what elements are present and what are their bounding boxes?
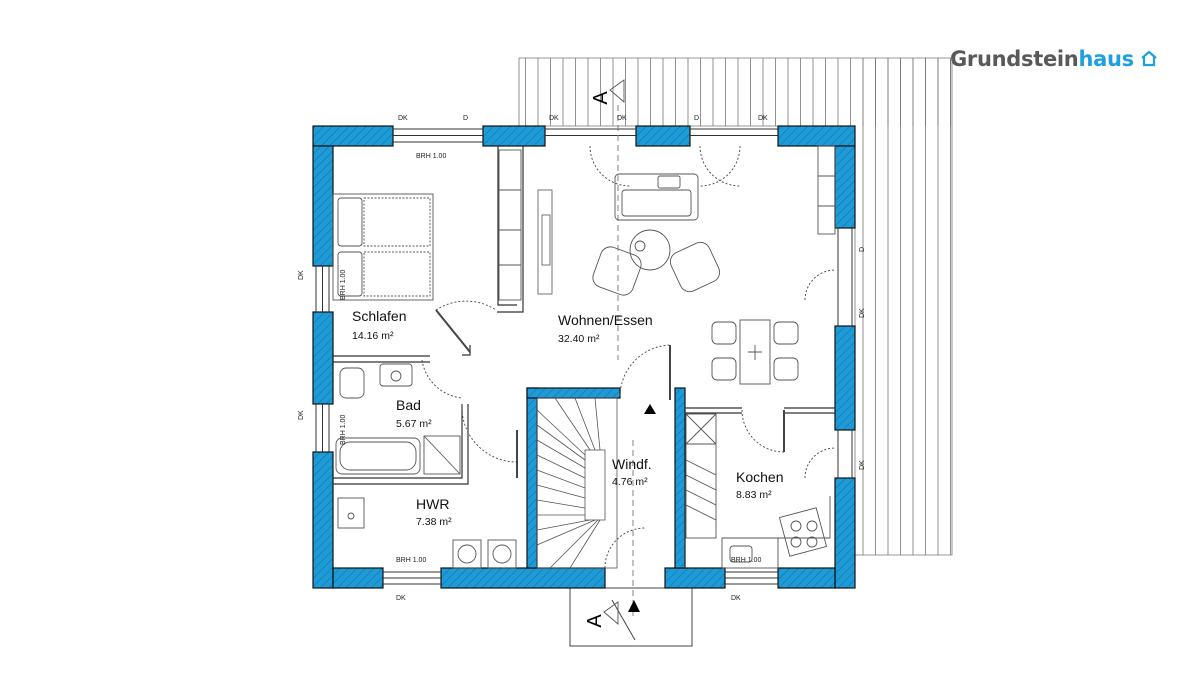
room-name-schlafen: Schlafen bbox=[352, 308, 406, 324]
room-area-hwr: 7.38 m² bbox=[416, 516, 452, 528]
window-label-brh: BRH 1.00 bbox=[340, 415, 347, 445]
interior-walls bbox=[333, 146, 835, 568]
direction-arrows bbox=[628, 404, 656, 612]
window-label-dk: DK bbox=[298, 410, 305, 420]
brand-logo: Grundsteinhaus bbox=[950, 47, 1158, 72]
brand-name-part1: Grundstein bbox=[950, 47, 1079, 71]
window-label-d: D bbox=[463, 115, 468, 122]
entrance-landing bbox=[569, 587, 693, 647]
room-name-kochen: Kochen bbox=[736, 469, 783, 485]
room-name-bad: Bad bbox=[396, 397, 421, 413]
window-label-brh: BRH 1.00 bbox=[396, 557, 426, 564]
window-label-dk: DK bbox=[859, 460, 866, 470]
section-label-a: A bbox=[584, 614, 606, 628]
window-label-dk: DK bbox=[617, 115, 627, 122]
window-annotations: DK D BRH 1.00 DK DK D DK DK BRH 1.00 DK … bbox=[298, 115, 866, 602]
section-marker-bottom: A bbox=[584, 601, 619, 628]
window-label-d: D bbox=[859, 247, 866, 252]
staircase bbox=[536, 397, 618, 569]
window-label-brh: BRH 1.00 bbox=[731, 557, 761, 564]
room-area-schlafen: 14.16 m² bbox=[352, 330, 394, 342]
tv-unit bbox=[537, 189, 553, 295]
room-name-hwr: HWR bbox=[416, 496, 449, 512]
room-name-wohnen: Wohnen/Essen bbox=[558, 312, 653, 328]
room-area-kochen: 8.83 m² bbox=[736, 489, 772, 501]
window-label-dk: DK bbox=[298, 270, 305, 280]
up-arrow-icon bbox=[628, 600, 640, 612]
utility-fixtures bbox=[337, 497, 517, 569]
window-label-dk: DK bbox=[398, 115, 408, 122]
room-area-wohnen: 32.40 m² bbox=[558, 333, 600, 345]
window-label-dk: DK bbox=[859, 308, 866, 318]
room-labels: Schlafen 14.16 m² Wohnen/Essen 32.40 m² … bbox=[352, 308, 783, 528]
window-label-dk: DK bbox=[758, 115, 768, 122]
sofa bbox=[614, 173, 699, 221]
room-area-bad: 5.67 m² bbox=[396, 418, 432, 430]
coffee-table bbox=[629, 229, 671, 271]
window-label-dk: DK bbox=[549, 115, 559, 122]
doors bbox=[421, 145, 836, 641]
window-label-brh: BRH 1.00 bbox=[416, 153, 446, 160]
sideboard bbox=[817, 145, 836, 235]
armchairs bbox=[592, 241, 721, 296]
double-bed bbox=[332, 193, 434, 301]
wardrobe bbox=[498, 149, 522, 301]
window-label-d: D bbox=[694, 115, 699, 122]
kitchen-units bbox=[685, 413, 831, 569]
room-area-windfang: 4.76 m² bbox=[612, 476, 648, 488]
window-label-brh: BRH 1.00 bbox=[340, 270, 347, 300]
section-marker-top: A bbox=[590, 79, 625, 105]
dining-table bbox=[711, 319, 799, 385]
bathroom-fixtures bbox=[335, 363, 461, 475]
windows bbox=[315, 128, 853, 585]
room-name-windfang: Windf. bbox=[612, 456, 652, 472]
window-label-dk: DK bbox=[731, 595, 741, 602]
section-label-a: A bbox=[590, 91, 612, 105]
section-line bbox=[617, 105, 634, 620]
terrace-deck bbox=[518, 57, 953, 556]
brand-name-part2: haus bbox=[1078, 47, 1134, 71]
exterior-walls bbox=[312, 125, 856, 589]
house-outline-icon bbox=[1140, 48, 1158, 72]
window-label-dk: DK bbox=[396, 595, 406, 602]
up-arrow-icon bbox=[644, 404, 656, 414]
